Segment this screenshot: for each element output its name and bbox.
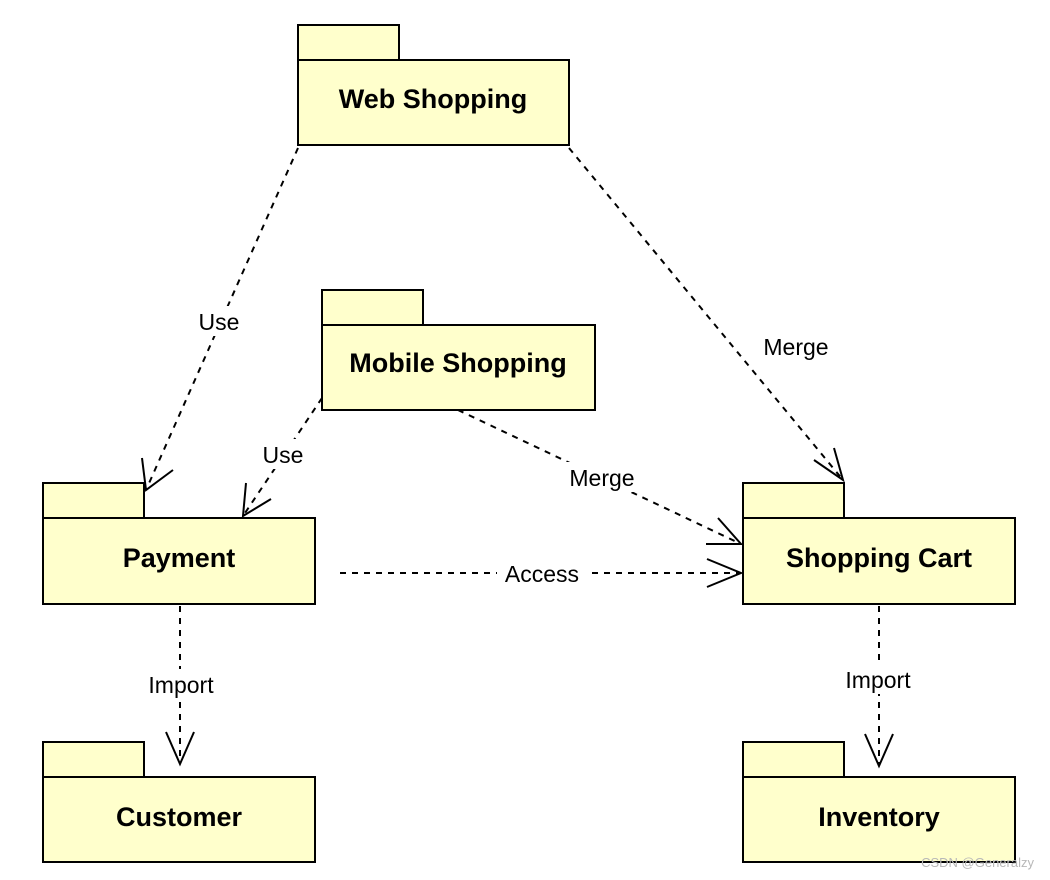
open-arrow-icon — [241, 482, 272, 518]
dependency-label: Use — [199, 309, 240, 335]
open-arrow-icon — [813, 447, 845, 483]
dependency-line — [145, 147, 299, 491]
package-customer[interactable]: Customer — [42, 741, 316, 863]
dependency-cart-to-inventory[interactable]: Import — [835, 606, 921, 769]
dependency-web-to-cart[interactable]: Merge — [568, 147, 845, 483]
open-arrow-icon — [864, 733, 894, 769]
dependency-label: Merge — [569, 465, 634, 491]
package-tab — [742, 482, 845, 519]
dependency-payment-to-cart[interactable]: Access — [340, 558, 744, 588]
open-arrow-icon — [706, 517, 744, 545]
dependency-label-bg — [254, 439, 314, 469]
package-tab — [297, 24, 400, 61]
dependency-label-bg — [557, 462, 647, 492]
package-body — [42, 776, 316, 863]
package-name: Shopping Cart — [786, 543, 972, 573]
package-body — [742, 517, 1016, 605]
package-inventory[interactable]: Inventory — [742, 741, 1016, 863]
package-mobile-shopping[interactable]: Mobile Shopping — [321, 289, 596, 411]
dependency-mobile-to-cart[interactable]: Merge — [457, 409, 744, 545]
package-shopping-cart[interactable]: Shopping Cart — [742, 482, 1016, 605]
package-body — [42, 517, 316, 605]
package-web-shopping[interactable]: Web Shopping — [297, 24, 570, 146]
package-body — [297, 59, 570, 146]
dependency-label: Import — [148, 672, 214, 698]
open-arrow-icon — [706, 558, 744, 588]
dependency-mobile-to-payment[interactable]: Use — [241, 397, 323, 518]
package-tab — [42, 482, 145, 519]
open-arrow-icon — [165, 731, 195, 767]
open-arrow-icon — [141, 457, 174, 492]
dependency-label: Access — [505, 561, 579, 587]
dependency-label: Import — [845, 667, 911, 693]
dependency-label: Use — [263, 442, 304, 468]
package-name: Web Shopping — [339, 84, 527, 114]
dependency-web-to-payment[interactable]: Use — [141, 147, 299, 492]
dependency-label-bg — [138, 669, 224, 699]
package-payment[interactable]: Payment — [42, 482, 316, 605]
package-body — [321, 324, 596, 411]
package-name: Inventory — [818, 802, 940, 832]
package-name: Mobile Shopping — [349, 348, 566, 378]
package-tab — [742, 741, 845, 778]
package-tab — [321, 289, 424, 326]
package-body — [742, 776, 1016, 863]
package-name: Customer — [116, 802, 243, 832]
dependency-label: Merge — [763, 334, 828, 360]
dependency-label-bg — [752, 331, 842, 361]
dependency-payment-to-customer[interactable]: Import — [138, 606, 224, 767]
dependency-label-bg — [190, 306, 250, 336]
dependency-line — [568, 147, 844, 481]
watermark: CSDN @Generalzy — [921, 855, 1034, 870]
dependency-label-bg — [497, 558, 587, 588]
package-tab — [42, 741, 145, 778]
package-name: Payment — [123, 543, 236, 573]
dependency-label-bg — [835, 664, 921, 694]
